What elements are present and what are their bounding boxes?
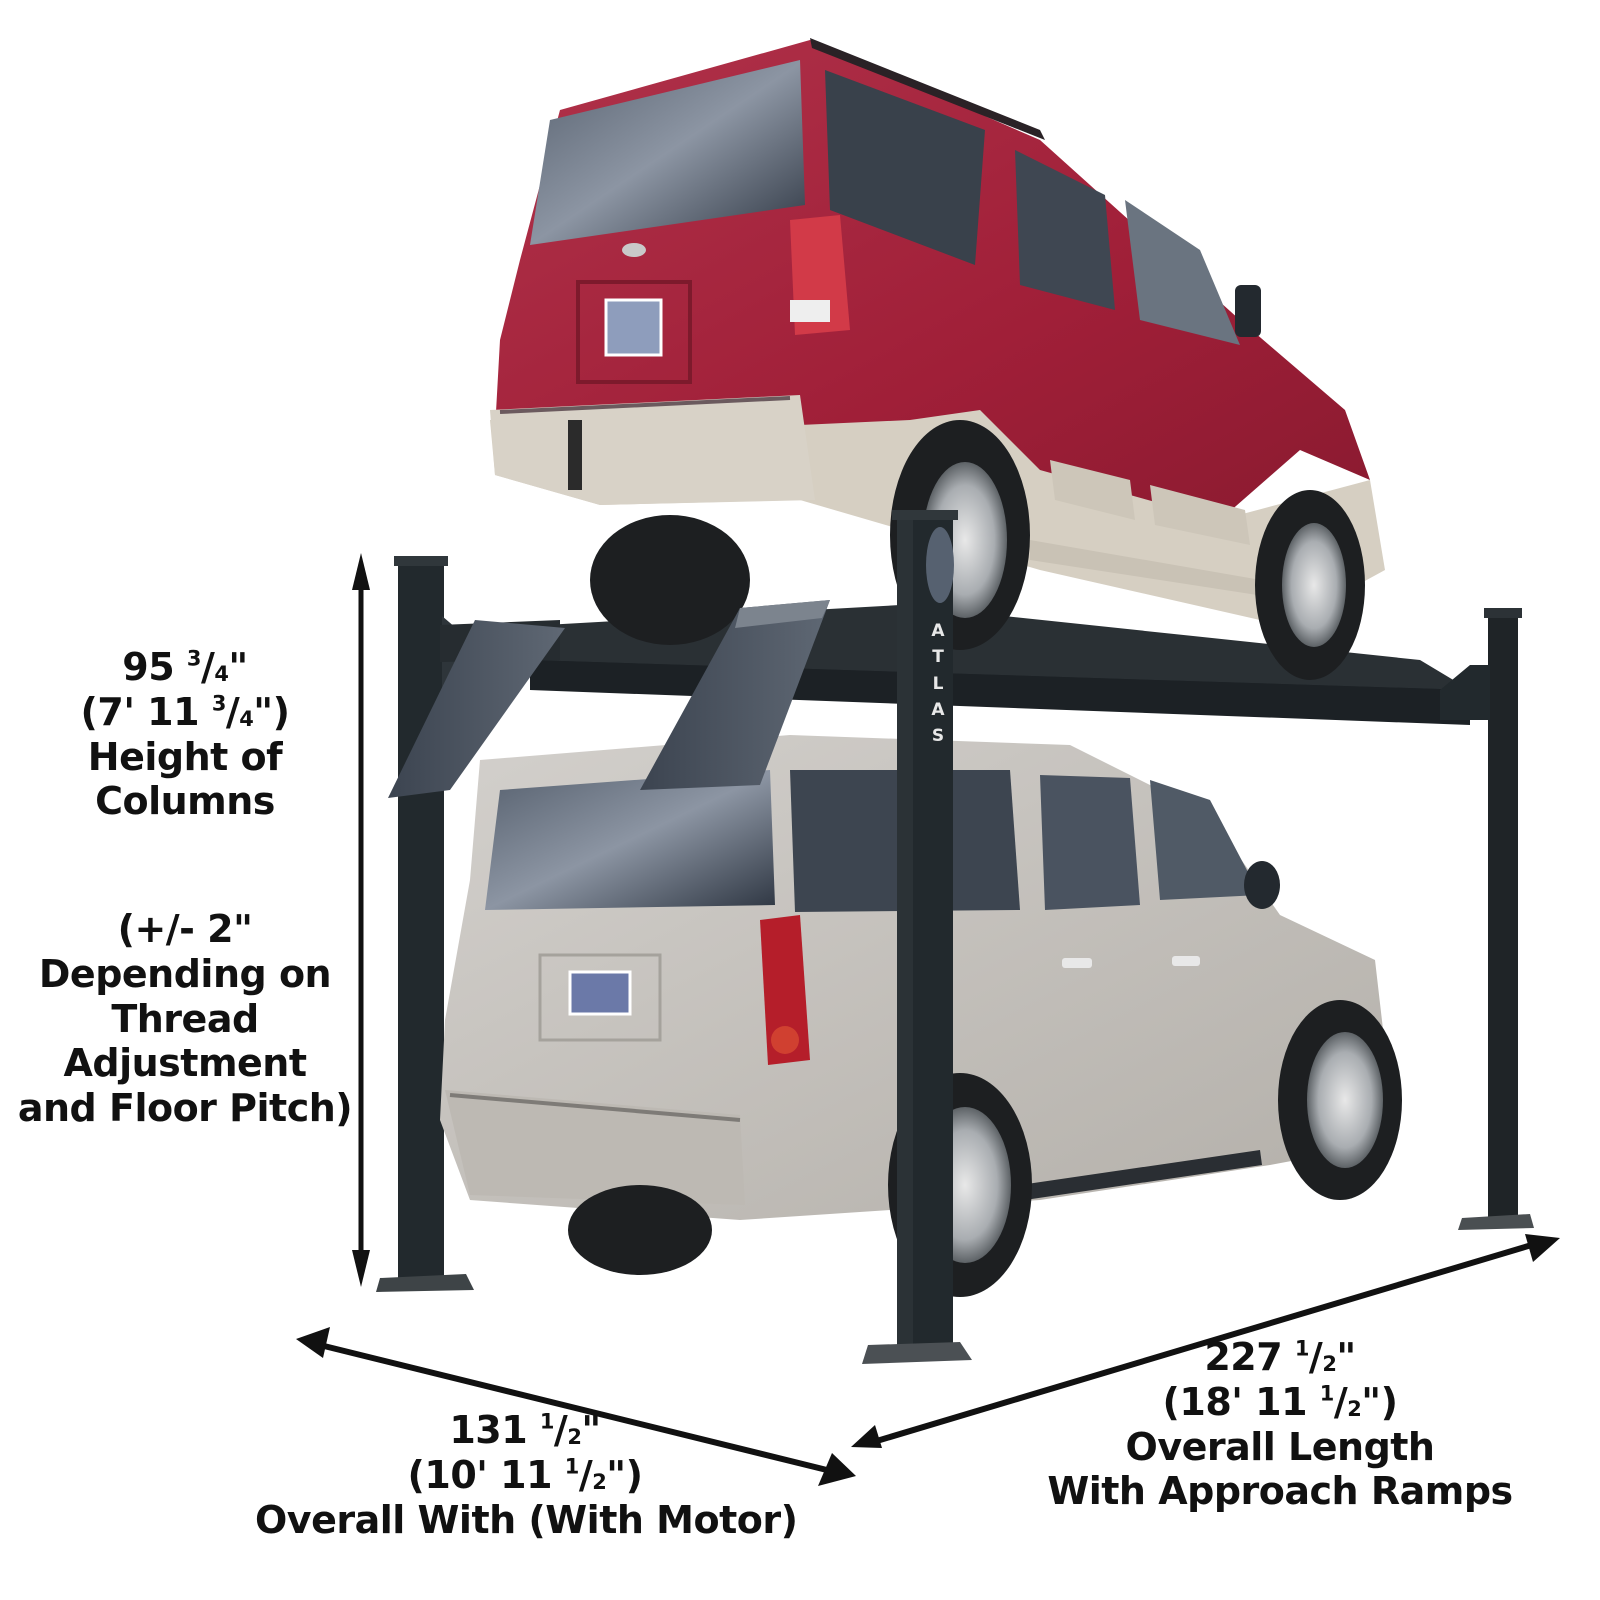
width-caption: Overall With (With Motor) (255, 1497, 798, 1542)
rear-right-column (1458, 608, 1534, 1230)
width-inches: 131 1/2" (449, 1408, 601, 1452)
width-arrow (296, 1327, 856, 1486)
length-inches: 227 1/2" (1204, 1335, 1356, 1379)
atlas-brand-lettering: A T L A S (928, 618, 948, 750)
note-line: Adjustment (63, 1041, 307, 1086)
brand-letter: T (932, 647, 944, 668)
height-feet: (7' 11 3/4") (80, 689, 290, 734)
brand-letter: L (932, 673, 944, 694)
note-line: Thread (111, 996, 259, 1041)
length-caption-line2: With Approach Ramps (1047, 1469, 1513, 1514)
front-left-column (862, 510, 972, 1364)
note-line: (+/- 2" (117, 907, 253, 951)
height-arrow (352, 553, 370, 1287)
top-red-suv (490, 38, 1385, 680)
height-caption-line1: Height of (87, 734, 283, 779)
brand-letter: A (931, 700, 945, 721)
approach-ramps (388, 600, 830, 798)
length-feet: (18' 11 1/2") (1162, 1379, 1398, 1424)
front-right-column (1440, 665, 1490, 720)
note-line: Depending on (38, 951, 332, 996)
brand-letter: A (931, 621, 945, 641)
height-tolerance-note: (+/- 2" Depending on Thread Adjustment a… (15, 907, 355, 1131)
rear-left-column (376, 556, 474, 1292)
left-ramp (388, 620, 565, 798)
length-caption-line1: Overall Length (1125, 1424, 1435, 1469)
brand-letter: S (931, 726, 945, 747)
height-caption-line2: Columns (95, 779, 275, 824)
height-inches: 95 3/4" (122, 645, 248, 689)
length-arrow (851, 1234, 1560, 1448)
note-line: and Floor Pitch) (17, 1086, 353, 1131)
width-feet: (10' 11 1/2") (407, 1452, 643, 1497)
right-ramp (640, 600, 830, 790)
width-dimension-label: 131 1/2" (10' 11 1/2") Overall With (Wit… (255, 1408, 798, 1542)
height-dimension-label: 95 3/4" (7' 11 3/4") Height of Columns (20, 645, 350, 824)
length-dimension-label: 227 1/2" (18' 11 1/2") Overall Length Wi… (1045, 1335, 1515, 1514)
